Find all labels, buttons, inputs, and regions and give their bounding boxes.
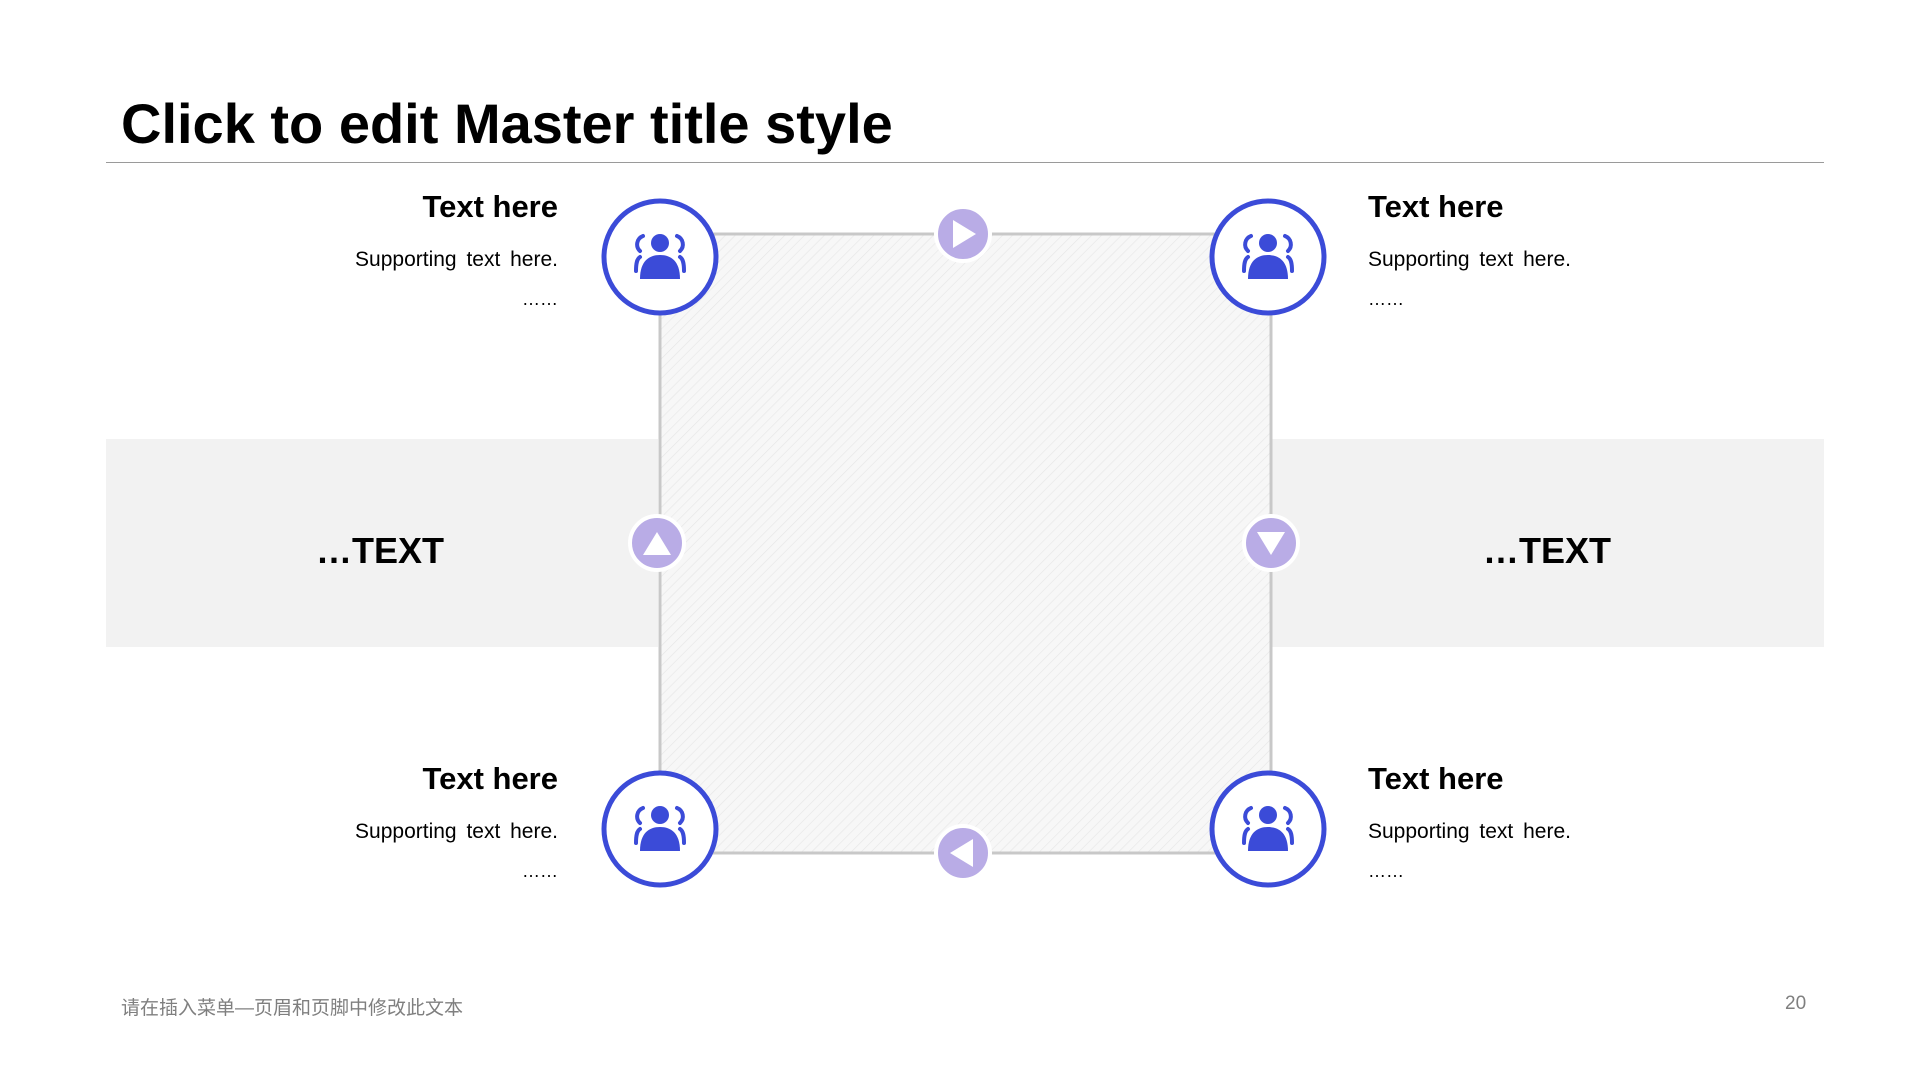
block-supporting-text[interactable]: Supporting text here. xyxy=(1368,820,1571,843)
left-band xyxy=(106,439,658,647)
block-heading[interactable]: Text here xyxy=(422,761,558,796)
block-ellipsis[interactable]: …… xyxy=(522,861,558,881)
text-block-top-left: Text here Supporting text here. …… xyxy=(258,189,558,309)
users-icon xyxy=(634,806,686,851)
left-band-text[interactable]: …TEXT xyxy=(316,530,445,571)
right-band xyxy=(1271,439,1824,647)
node-top-left[interactable] xyxy=(601,198,719,316)
users-icon xyxy=(634,234,686,279)
block-ellipsis[interactable]: …… xyxy=(522,289,558,309)
arrow-up-icon xyxy=(628,514,686,572)
users-icon xyxy=(1242,806,1294,851)
slide-title[interactable]: Click to edit Master title style xyxy=(121,92,893,155)
users-icon xyxy=(1242,234,1294,279)
block-supporting-text[interactable]: Supporting text here. xyxy=(1368,248,1571,271)
title-divider xyxy=(106,162,1824,163)
text-block-top-right: Text here Supporting text here. …… xyxy=(1368,189,1668,309)
arrow-left-icon xyxy=(934,824,992,882)
footer-text[interactable]: 请在插入菜单—页眉和页脚中修改此文本 xyxy=(121,998,464,1019)
text-block-bottom-left: Text here Supporting text here. …… xyxy=(258,761,558,881)
text-block-bottom-right: Text here Supporting text here. …… xyxy=(1368,761,1668,881)
block-heading[interactable]: Text here xyxy=(1368,761,1504,796)
arrow-right-icon xyxy=(934,205,992,263)
center-square xyxy=(658,232,1273,855)
block-supporting-text[interactable]: Supporting text here. xyxy=(355,820,558,843)
block-ellipsis[interactable]: …… xyxy=(1368,861,1404,881)
node-top-right[interactable] xyxy=(1209,198,1327,316)
node-bottom-left[interactable] xyxy=(601,770,719,888)
arrow-down-icon xyxy=(1242,514,1300,572)
node-bottom-right[interactable] xyxy=(1209,770,1327,888)
block-heading[interactable]: Text here xyxy=(1368,189,1504,224)
page-number: 20 xyxy=(1785,993,1807,1014)
right-band-text[interactable]: …TEXT xyxy=(1483,530,1612,571)
block-heading[interactable]: Text here xyxy=(422,189,558,224)
block-supporting-text[interactable]: Supporting text here. xyxy=(355,248,558,271)
block-ellipsis[interactable]: …… xyxy=(1368,289,1404,309)
